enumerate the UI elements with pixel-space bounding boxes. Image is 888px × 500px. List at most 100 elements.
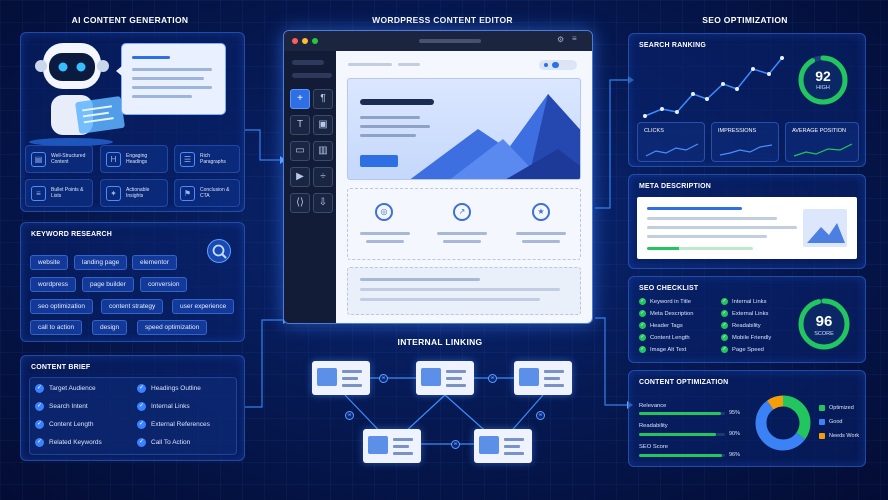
lightbulb-icon: ✦ [106, 185, 121, 201]
serp-line [647, 217, 777, 220]
check-icon: ✓ [35, 402, 44, 411]
keyword-tag[interactable]: call to action [30, 320, 83, 335]
text-block[interactable] [347, 267, 581, 315]
donut-segment-2 [755, 395, 811, 451]
ranking-score: 92 [815, 68, 831, 84]
linked-page-node[interactable] [363, 429, 421, 463]
linked-page-node[interactable] [416, 361, 474, 395]
feature-label: Engaging Headings [126, 152, 148, 166]
content-brief-title: CONTENT BRIEF [31, 364, 91, 371]
keyword-tag[interactable]: website [30, 255, 69, 270]
canvas-breadcrumb [348, 63, 392, 66]
text-block-icon[interactable]: T [290, 115, 310, 135]
button-block-icon[interactable]: ▭ [290, 141, 310, 161]
video-block-icon[interactable]: ▶ [290, 167, 310, 187]
address-bar[interactable] [419, 39, 481, 43]
legend-label: Optimized [829, 405, 854, 411]
keyword-research-title: KEYWORD RESEARCH [31, 231, 112, 238]
check-icon: ✓ [639, 346, 646, 353]
canvas-breadcrumb [398, 63, 420, 66]
brief-item: ✓Target Audience [35, 384, 96, 393]
check-icon: ✓ [721, 298, 728, 305]
seo-score-label: SCORE [814, 331, 834, 337]
opt-metric-value: 95% [729, 410, 741, 416]
flag-icon: ⚑ [180, 185, 195, 201]
feature-card: ⚑ Conclusion & CTA [174, 179, 240, 207]
checklist-item: ✓ Image Alt Text [639, 346, 686, 353]
hero-line [360, 116, 420, 119]
checklist-item: ✓ Internal Links [721, 298, 766, 305]
metric-label: CLICKS [644, 128, 664, 134]
seo-score-ring [798, 298, 850, 350]
add-block-button[interactable]: + [290, 89, 310, 109]
link-icon: ∞ [379, 374, 388, 383]
feature-label: Well-Structured Content [51, 152, 86, 166]
search-icon[interactable] [207, 239, 231, 263]
paragraph-block-icon[interactable]: ¶ [313, 89, 333, 109]
checklist-item: ✓Page Speed [721, 346, 764, 353]
keyword-tag[interactable]: conversion [140, 277, 188, 292]
checklist-label: Image Alt Text [650, 346, 687, 353]
brief-item-label: Content Length [49, 421, 94, 428]
check-icon: ✓ [721, 322, 728, 329]
settings-icon[interactable]: ⚙ [557, 35, 565, 44]
menu-icon[interactable]: ≡ [572, 34, 577, 43]
keyword-tag[interactable]: elementor [132, 255, 177, 270]
hero-block[interactable] [347, 78, 581, 180]
keyword-tag[interactable]: speed optimization [137, 320, 208, 335]
download-block-icon[interactable]: ⇩ [313, 193, 333, 213]
checklist-label: Keyword in Title [650, 298, 691, 305]
brief-item: ✓Related Keywords [35, 438, 102, 447]
linked-page-node[interactable] [312, 361, 370, 395]
feature-card: ☰Rich Paragraphs [174, 145, 240, 173]
view-toggle[interactable] [539, 60, 577, 70]
legend-label: Good [829, 419, 843, 425]
layout-block-icon[interactable]: ▥ [313, 141, 333, 161]
image-block-icon[interactable]: ▣ [313, 115, 333, 135]
keyword-tag[interactable]: seo optimization [30, 299, 93, 314]
editor-window: ⚙ ≡ + ¶ T ▣ ▭ ▥ ▶ ÷ ⟨⟩ ⇩ [283, 30, 593, 324]
meta-description-panel: META DESCRIPTION [628, 174, 866, 269]
minimize-dot[interactable] [302, 38, 308, 44]
feature-line [437, 232, 487, 235]
keyword-tag[interactable]: content strategy [101, 299, 164, 314]
checklist-item: ✓Mobile Friendly [721, 334, 771, 341]
feature-label: Conclusion & CTA [200, 186, 230, 200]
checklist-label: Internal Links [732, 298, 767, 305]
seo-score: 96 [815, 313, 833, 330]
serp-preview [637, 197, 857, 259]
feature-label: Actionable Insights [126, 186, 150, 200]
features-block[interactable]: ◎ ↗ ★ [347, 188, 581, 260]
hero-cta-button[interactable] [360, 155, 398, 167]
divider-block-icon[interactable]: ÷ [313, 167, 333, 187]
keyword-tag[interactable]: wordpress [30, 277, 76, 292]
linked-page-node[interactable] [474, 429, 532, 463]
keyword-tag[interactable]: user experience [172, 299, 235, 314]
text-line [360, 288, 560, 291]
maximize-dot[interactable] [312, 38, 318, 44]
impressions-sparkline [719, 144, 773, 156]
feature-card: ▤Well-Structured Content [25, 145, 93, 173]
seo-checklist-title: SEO CHECKLIST [639, 285, 699, 292]
legend-label: Needs Work [829, 433, 860, 439]
feature-card: ✦ Actionable Insights [100, 179, 168, 207]
opt-metric-label: SEO Score [639, 444, 668, 450]
keyword-tag[interactable]: page builder [82, 277, 134, 292]
feature-card: ≡Bullet Points & Lists [25, 179, 93, 207]
code-block-icon[interactable]: ⟨⟩ [290, 193, 310, 213]
linked-page-node[interactable] [514, 361, 572, 395]
brief-item-label: Related Keywords [49, 439, 102, 446]
checklist-label: Header Tags [650, 322, 683, 329]
checklist-label: Readability [732, 322, 761, 329]
keyword-tag[interactable]: design [92, 320, 128, 335]
check-icon: ✓ [137, 384, 146, 393]
checklist-item: ✓ Readability [721, 322, 761, 329]
keyword-tag[interactable]: landing page [74, 255, 128, 270]
clicks-sparkline [645, 143, 699, 157]
opt-metric-label: Readability [639, 423, 668, 429]
seo-checklist-panel: SEO CHECKLIST ✓ Keyword in Title ✓ Interna… [628, 276, 866, 363]
metric-label: IMPRESSIONS [718, 128, 757, 134]
text-line [360, 298, 540, 301]
close-dot[interactable] [292, 38, 298, 44]
